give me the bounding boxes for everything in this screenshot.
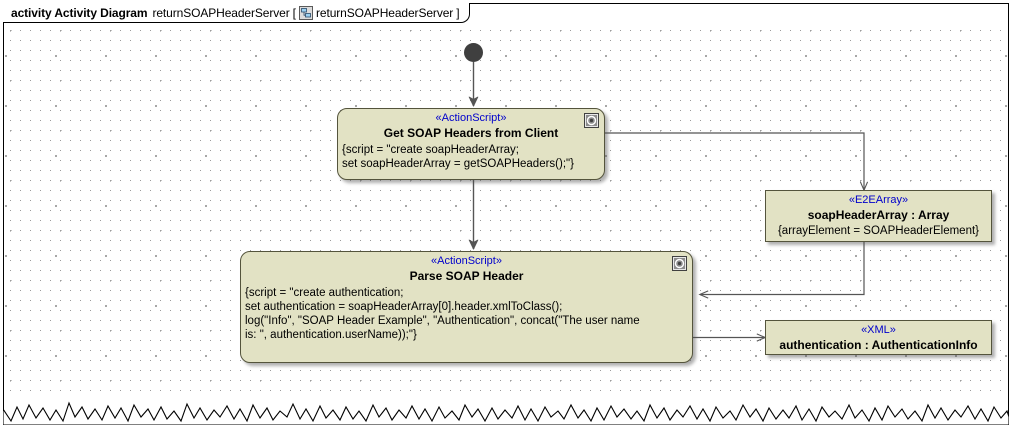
node-title: Parse SOAP Header [409,269,524,283]
node-stereotype: «ActionScript» [435,112,507,124]
node-script-body: {script = "create authentication; set au… [245,287,640,341]
action-script-icon[interactable] [672,256,687,271]
bracket-open: [ [292,5,296,20]
node-stereotype: «ActionScript» [431,255,502,267]
diagram-kind-label: activity Activity Diagram [11,5,148,20]
torn-paper-edge [3,391,1009,425]
node-stereotype: «E2EArray» [848,194,909,206]
object-node-soap-header-array[interactable]: «E2EArray» soapHeaderArray : Array {arra… [765,190,992,242]
diagram-name-label: returnSOAPHeaderServer [152,5,290,20]
action-node-parse-soap-header[interactable]: «ActionScript» Parse SOAP Header {script… [240,251,693,363]
activity-diagram-icon [299,5,313,20]
node-title: soapHeaderArray : Array [807,208,950,222]
node-title: authentication : AuthenticationInfo [779,338,978,352]
object-node-authentication[interactable]: «XML» authentication : AuthenticationInf… [765,320,992,355]
bracket-close: ] [456,5,460,20]
node-title: Get SOAP Headers from Client [383,126,559,140]
diagram-inner-name-label: returnSOAPHeaderServer [316,5,454,20]
diagram-frame [3,3,1009,418]
node-constraint: {arrayElement = SOAPHeaderElement} [777,225,980,237]
node-script-body: {script = "create soapHeaderArray; set s… [342,144,574,170]
initial-node[interactable] [464,43,483,62]
action-node-get-soap-headers[interactable]: «ActionScript» Get SOAP Headers from Cli… [337,108,605,180]
diagram-header-tab[interactable]: activity Activity Diagram returnSOAPHead… [3,3,470,23]
action-script-icon[interactable] [584,113,599,128]
node-stereotype: «XML» [861,324,896,336]
